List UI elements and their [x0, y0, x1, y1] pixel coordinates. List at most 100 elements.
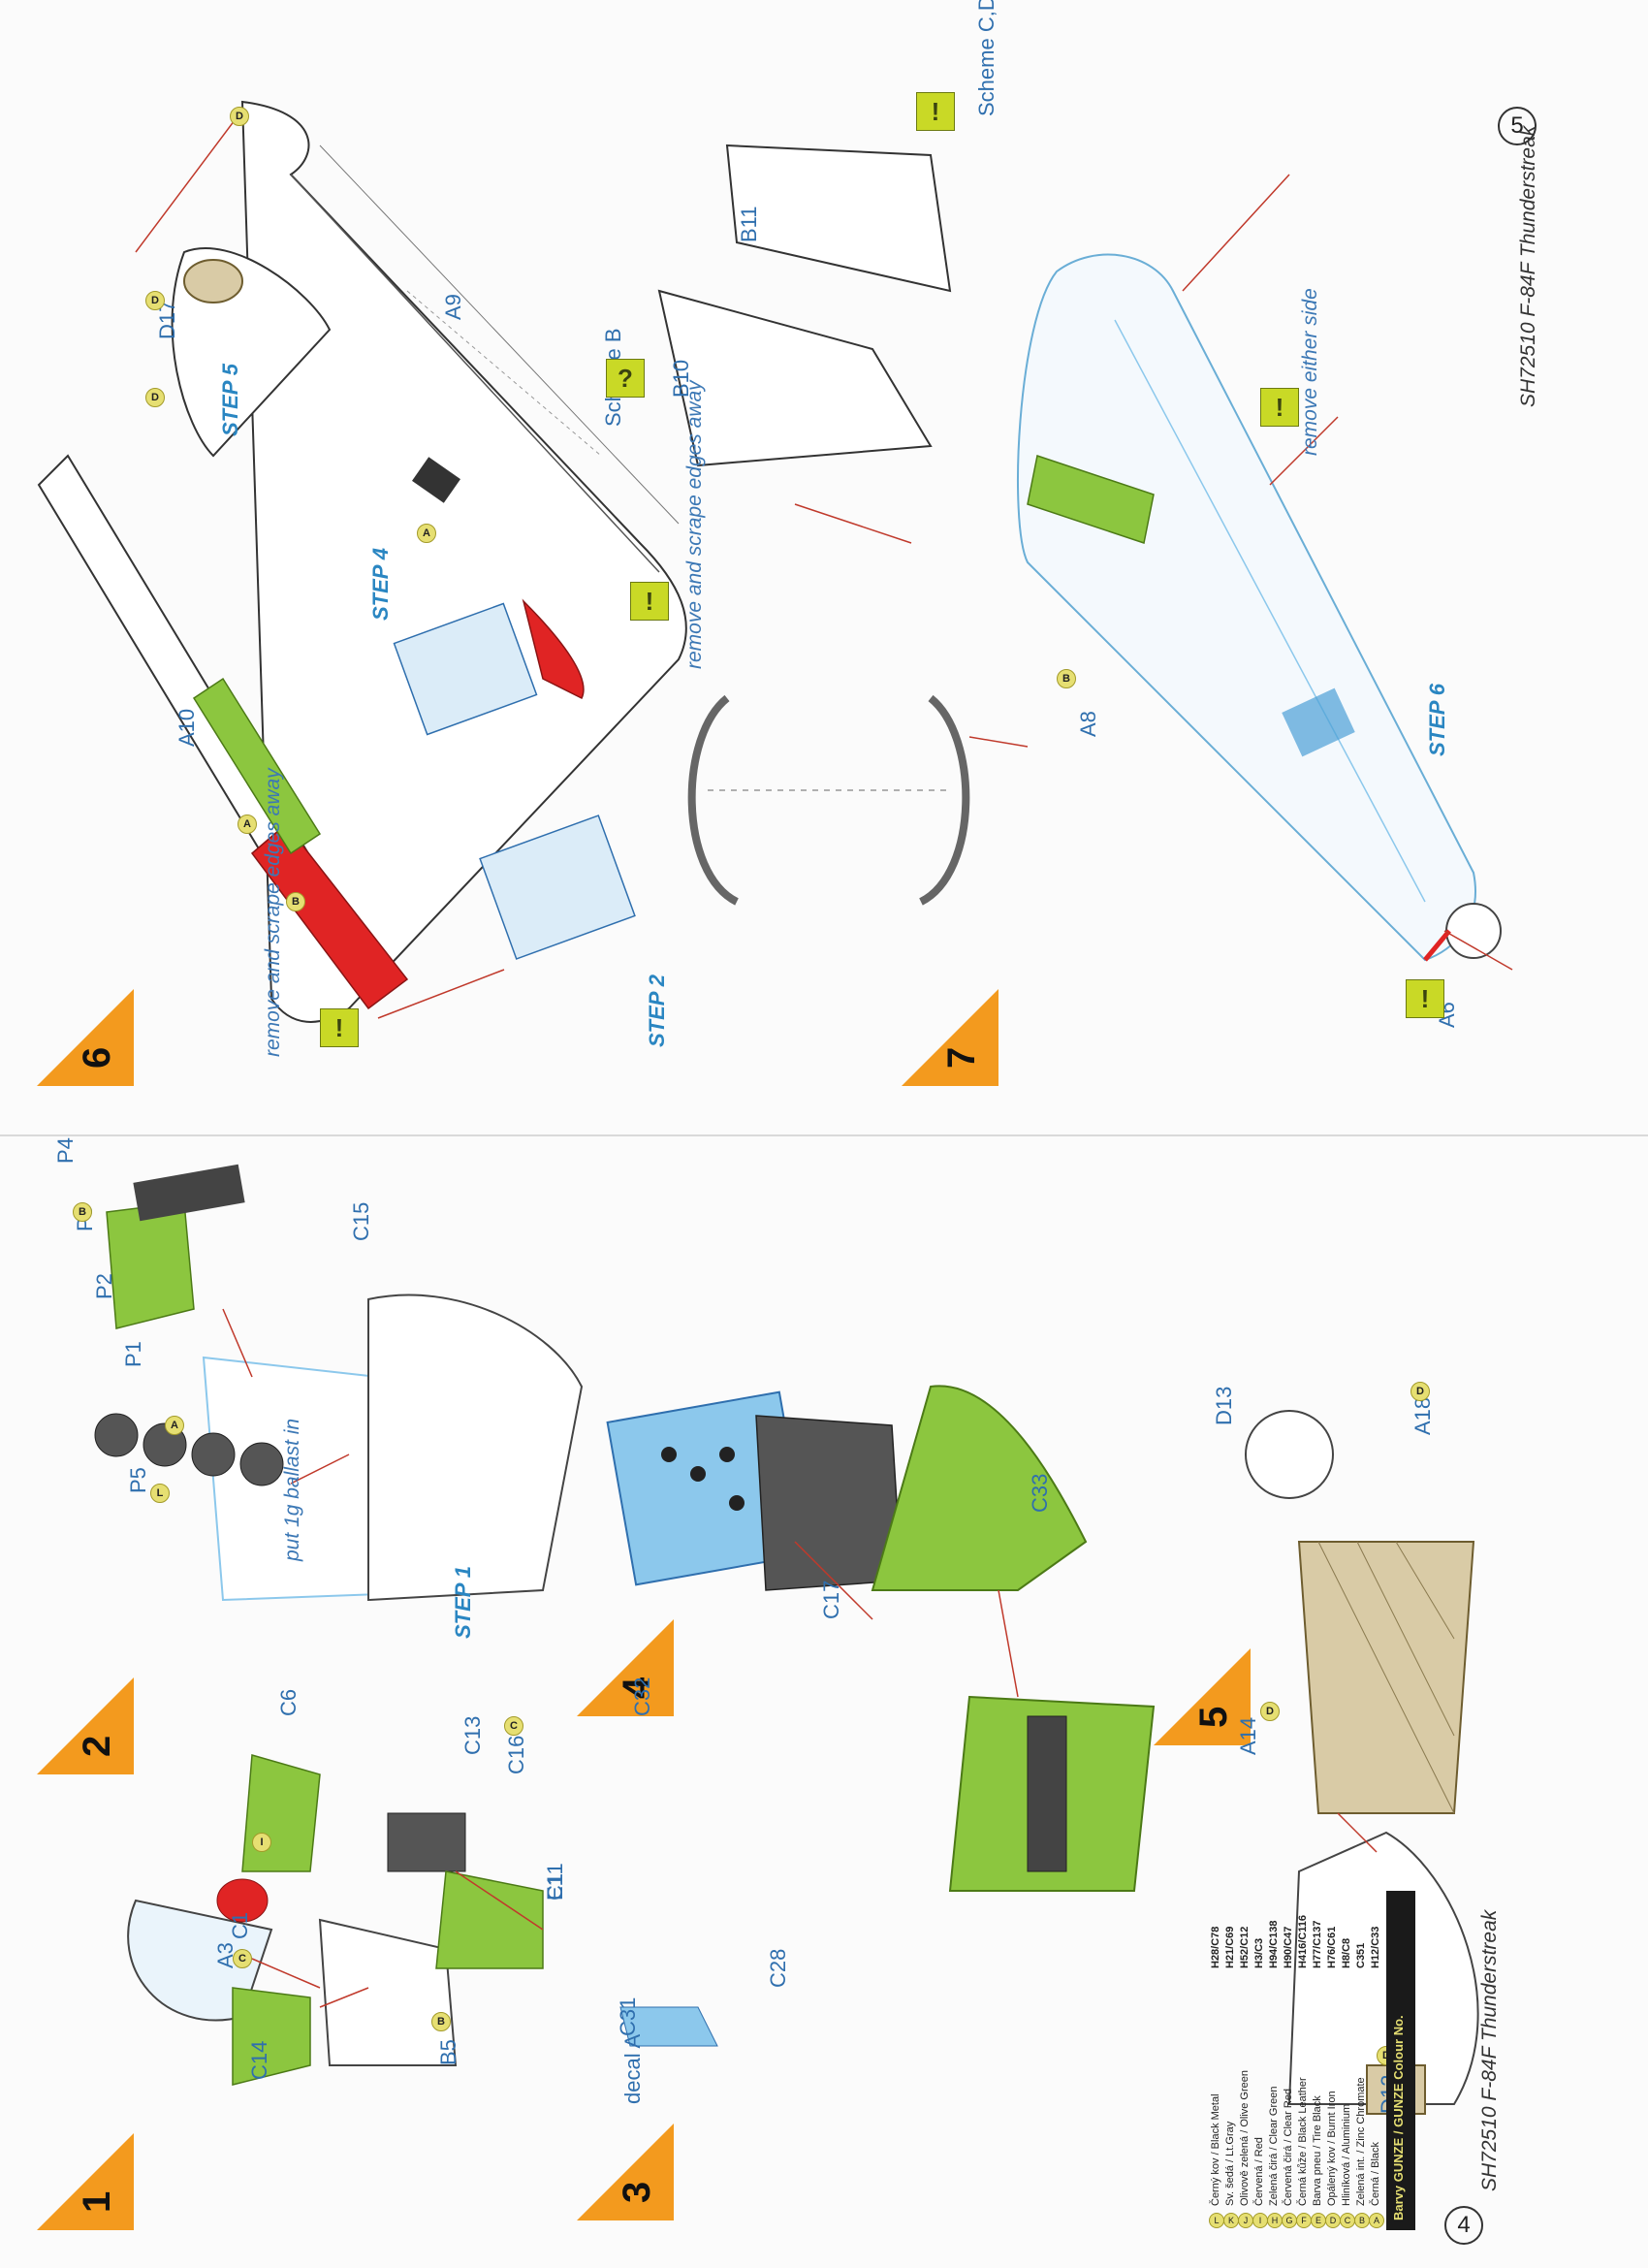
legend-colour-name: Zelená čirá / Clear Green: [1268, 2086, 1280, 2207]
legend-key: L: [1209, 2213, 1224, 2228]
legend-colour-code: H416/C116: [1297, 1914, 1309, 1968]
page-number-left: 4: [1444, 2206, 1483, 2245]
legend-header-bar: Barvy GUNZE / GUNZE Colour No.: [1386, 1891, 1415, 2230]
legend-colour-name: Černý kov / Black Metal: [1210, 2093, 1221, 2206]
colour-bubble: D: [145, 388, 165, 407]
step6-sub-step5: STEP 5: [218, 364, 242, 436]
legend-colour-code: H12/C33: [1370, 1926, 1381, 1968]
part-label-C16: C16: [504, 1735, 528, 1774]
colour-bubble: A: [238, 815, 257, 834]
legend-colour-code: C351: [1355, 1942, 1367, 1968]
legend-row: J Olivově zelená / Olive Green H52/C12: [1238, 1891, 1253, 2230]
legend-key: J: [1238, 2213, 1253, 2228]
footer-right: SH72510 F-84F Thunderstreak: [1517, 125, 1539, 407]
step6-sub-step2: STEP 2: [645, 974, 669, 1047]
part-label-D13: D13: [1212, 1386, 1236, 1425]
colour-bubble: D: [1260, 1702, 1280, 1721]
step-1-number: 1: [76, 2190, 118, 2213]
footer-left: SH72510 F-84F Thunderstreak: [1478, 1909, 1501, 2191]
legend-key: D: [1325, 2213, 1341, 2228]
step7-sub-step6: STEP 6: [1425, 684, 1449, 756]
step-2-badge: 2: [37, 1677, 134, 1774]
step2-ballast-note: put 1g ballast in: [281, 1418, 303, 1561]
step7-part-A8: [1027, 455, 1155, 544]
step-2-number: 2: [76, 1735, 118, 1757]
part-label-A9: A9: [441, 294, 465, 320]
step6-sub-step4: STEP 4: [368, 548, 393, 621]
legend-colour-code: H28/C78: [1210, 1926, 1221, 1968]
step-5-badge: 5: [1154, 1648, 1251, 1745]
assembly-leader-lines-bottom: [222, 1308, 1378, 2008]
colour-bubble: D: [1410, 1382, 1430, 1401]
legend-colour-name: Hliníková / Aluminium: [1341, 2103, 1352, 2206]
step-6-number: 6: [76, 1046, 118, 1069]
part-label-P4: P4: [53, 1137, 78, 1164]
legend-title: Barvy GUNZE / GUNZE Colour No.: [1391, 2015, 1406, 2220]
legend-key: A: [1369, 2213, 1384, 2228]
part-label-A8: A8: [1076, 711, 1100, 737]
part-label-B11: B11: [737, 206, 761, 242]
legend-key: G: [1282, 2213, 1297, 2228]
step-6-triangle: [37, 989, 134, 1086]
part-label-C17: C17: [819, 1580, 843, 1619]
part-label-P5: P5: [126, 1467, 150, 1493]
part-label-C13: C13: [460, 1715, 485, 1755]
page-left-drawings: [94, 1164, 1479, 2115]
step6-note-1-text: remove and scrape edges away: [262, 768, 284, 1057]
step6-cockpit-drawing: [393, 602, 636, 960]
legend-colour-name: Červená / Red: [1253, 2137, 1265, 2206]
step-6-badge: 6: [37, 989, 134, 1086]
page-right-drawings: [37, 100, 1513, 1023]
part-label-P2: P2: [92, 1273, 116, 1299]
part-label-C6: C6: [276, 1688, 301, 1716]
step7-tail-fin-B10: [657, 289, 933, 467]
warning-icon: !: [320, 1008, 359, 1047]
step-5-number: 5: [1192, 1706, 1235, 1728]
legend-key: E: [1311, 2213, 1326, 2228]
part-label-B5: B5: [436, 2039, 460, 2065]
legend-row: L Černý kov / Black Metal H28/C78: [1209, 1891, 1224, 2230]
legend-colour-name: Barva pneu / Tire Black: [1312, 2095, 1323, 2206]
part-label-C28: C28: [766, 1948, 790, 1988]
step6-canopy-rail-drawing: [687, 694, 970, 906]
legend-key: F: [1296, 2213, 1312, 2228]
colour-bubble: I: [252, 1833, 271, 1852]
scheme-cd-label: Scheme C,D: [974, 0, 998, 116]
legend-key: I: [1252, 2213, 1268, 2228]
step3-drawing: [216, 1754, 544, 2086]
legend-colour-name: Olivově zelená / Olive Green: [1239, 2069, 1251, 2206]
legend-key: B: [1354, 2213, 1370, 2228]
colour-bubble: A: [165, 1416, 184, 1435]
step5-drawing: [1245, 1410, 1479, 2115]
page-fold: [0, 1134, 1648, 1136]
page-right: 6 7 A10 D17 A9 STEP 5 STEP 4 STEP 2 remo…: [37, 0, 1539, 1086]
part-label-A18: A18: [1410, 1396, 1435, 1435]
colour-bubble: B: [73, 1202, 92, 1222]
step7-tail-fin-B11: [725, 144, 952, 293]
legend-colour-code: H52/C12: [1239, 1926, 1251, 1968]
legend-colour-name: Červená čirá / Clear Red: [1283, 2088, 1294, 2206]
part-label-C14: C14: [247, 2040, 271, 2080]
legend-colour-name: Sv. šedá / Lt.Gray: [1224, 2121, 1236, 2206]
part-label-P1: P1: [121, 1341, 145, 1367]
warning-icon: ?: [606, 359, 645, 398]
legend-key: C: [1340, 2213, 1355, 2228]
step-7-number: 7: [940, 1046, 983, 1069]
colour-bubble: D: [230, 107, 249, 126]
step6-note-2: remove and scrape edges away: [683, 380, 707, 669]
assembly-leader-lines-top: [135, 115, 1513, 1019]
step-3-badge: 3: [577, 2124, 674, 2220]
page-number-right: 5: [1498, 107, 1537, 145]
warning-icon: !: [1406, 979, 1444, 1018]
colour-bubble: B: [431, 2012, 451, 2031]
step-7-badge: 7: [902, 989, 998, 1086]
part-label-C15: C15: [349, 1201, 373, 1241]
colour-bubble: C: [504, 1716, 523, 1736]
step7-fuselage-drawing: [1017, 253, 1502, 962]
legend-colour-code: H21/C69: [1224, 1926, 1236, 1968]
